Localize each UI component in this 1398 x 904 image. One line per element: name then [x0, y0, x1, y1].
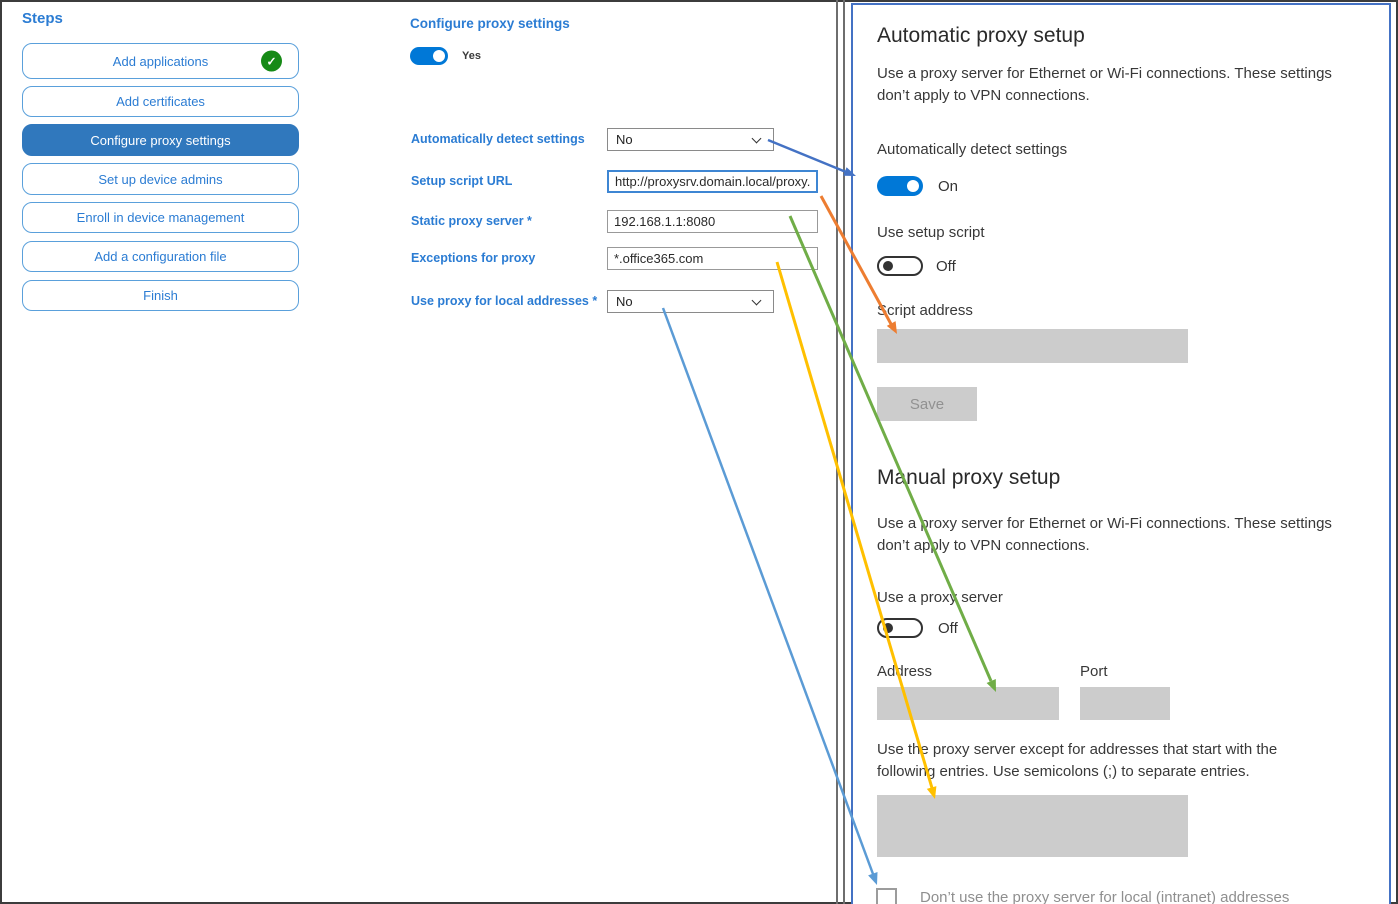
step-label: Add a configuration file — [94, 249, 227, 264]
save-button[interactable]: Save — [877, 387, 977, 421]
steps-heading: Steps — [22, 10, 63, 27]
automatic-proxy-setup-heading: Automatic proxy setup — [877, 24, 1085, 47]
step-configure-proxy-settings[interactable]: Configure proxy settings — [22, 124, 299, 156]
manual-proxy-description: Use a proxy server for Ethernet or Wi-Fi… — [877, 515, 1332, 554]
step-set-up-device-admins[interactable]: Set up device admins — [22, 163, 299, 195]
dropdown-value: No — [616, 294, 633, 309]
proxy-exceptions-description: Use the proxy server except for addresse… — [877, 741, 1278, 780]
use-setup-script-state: Off — [936, 258, 956, 275]
step-label: Add applications — [112, 53, 209, 69]
detect-settings-state: On — [938, 178, 959, 195]
chevron-down-icon — [751, 133, 762, 144]
address-label: Address — [877, 663, 933, 680]
setup-script-url-input[interactable] — [607, 170, 818, 193]
use-setup-script-label: Use setup script — [877, 224, 985, 241]
step-add-a-configuration-file[interactable]: Add a configuration file — [22, 241, 299, 272]
step-label: Add certificates — [116, 94, 205, 109]
toggle-knob — [907, 180, 919, 192]
manual-proxy-setup-heading: Manual proxy setup — [877, 466, 1061, 489]
step-add-certificates[interactable]: Add certificates — [22, 86, 299, 117]
step-enroll-in-device-management[interactable]: Enroll in device management — [22, 202, 299, 233]
use-setup-script-toggle[interactable] — [877, 256, 923, 276]
step-label: Set up device admins — [98, 171, 223, 187]
static-proxy-server-input[interactable] — [607, 210, 818, 233]
separator-line — [836, 0, 838, 904]
toggle-knob — [883, 261, 893, 271]
dropdown-value: No — [616, 132, 633, 147]
automatically-detect-dropdown[interactable]: No — [607, 128, 774, 151]
page-title: Configure proxy settings — [410, 16, 570, 31]
step-label: Enroll in device management — [76, 210, 245, 225]
detect-settings-label: Automatically detect settings — [877, 141, 1068, 158]
configure-proxy-toggle[interactable] — [410, 47, 448, 65]
field-label-automatically-detect: Automatically detect settings — [411, 132, 585, 146]
field-label-exceptions-for-proxy: Exceptions for proxy — [411, 251, 536, 265]
step-label: Finish — [143, 288, 178, 303]
step-finish[interactable]: Finish — [22, 280, 299, 311]
script-address-label: Script address — [877, 302, 973, 319]
local-addresses-checkbox-label: Don’t use the proxy server for local (in… — [920, 889, 1290, 904]
chevron-down-icon — [751, 295, 762, 306]
proxy-exceptions-textarea[interactable] — [877, 795, 1188, 857]
step-add-applications[interactable]: Add applications — [22, 43, 299, 79]
toggle-knob — [883, 623, 893, 633]
detect-setting-arrow — [767, 138, 847, 174]
field-label-static-proxy-server: Static proxy server * — [411, 214, 532, 228]
exceptions-for-proxy-input[interactable] — [607, 247, 818, 270]
toggle-state-label: Yes — [462, 50, 481, 62]
address-input[interactable] — [877, 687, 1059, 720]
field-label-setup-script-url: Setup script URL — [411, 174, 513, 188]
use-proxy-server-label: Use a proxy server — [877, 589, 1003, 606]
separator-line — [843, 0, 845, 904]
automatic-proxy-description: Use a proxy server for Ethernet or Wi-Fi… — [877, 65, 1332, 104]
port-input[interactable] — [1080, 687, 1170, 720]
field-label-use-proxy-local: Use proxy for local addresses * — [411, 294, 598, 308]
script-address-input[interactable] — [877, 329, 1188, 363]
use-proxy-local-dropdown[interactable]: No — [607, 290, 774, 313]
local-addresses-arrow — [661, 307, 875, 875]
step-label: Configure proxy settings — [90, 132, 231, 148]
local-addresses-checkbox[interactable] — [876, 888, 897, 904]
detect-settings-toggle[interactable] — [877, 176, 923, 196]
toggle-knob — [433, 50, 445, 62]
port-label: Port — [1080, 663, 1108, 680]
use-proxy-server-state: Off — [938, 620, 958, 637]
check-icon — [261, 50, 282, 72]
use-proxy-server-toggle[interactable] — [877, 618, 923, 638]
